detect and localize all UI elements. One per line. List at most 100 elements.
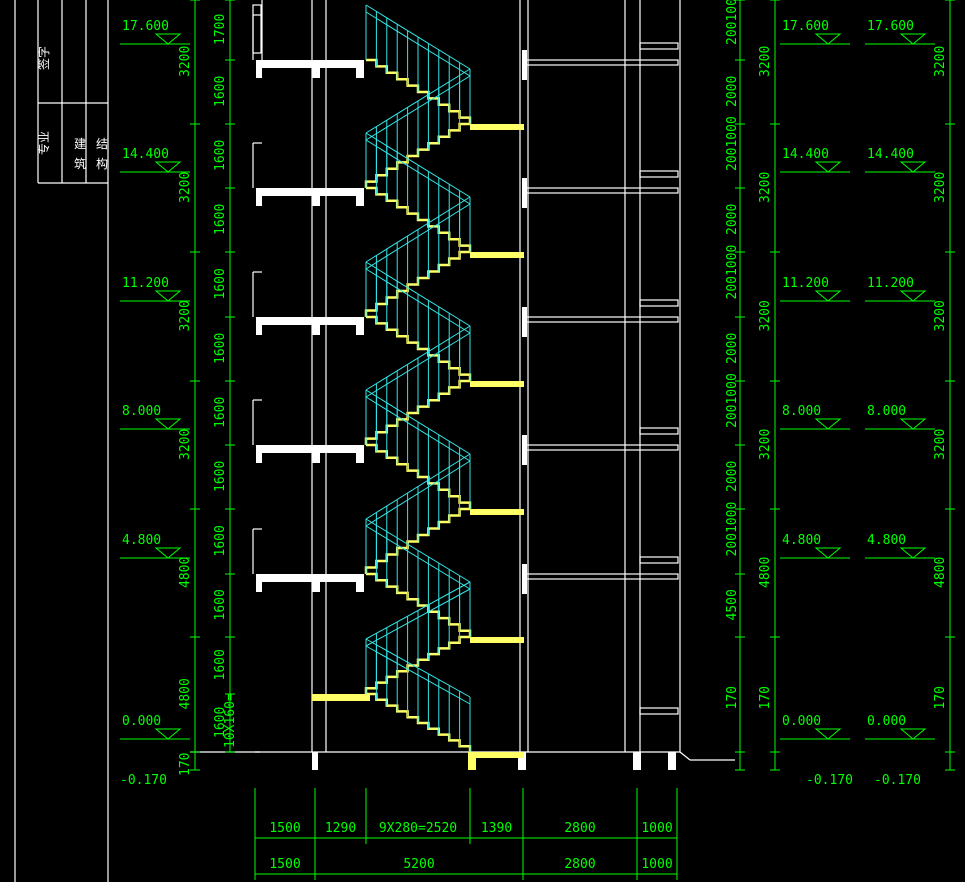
right-outer-dim-label: 170: [933, 686, 948, 709]
left-outer-dim-label: 4800: [178, 557, 193, 588]
left-inner-dim-label: 1700: [213, 14, 228, 45]
left-inner-dim-label: 1600: [213, 589, 228, 620]
bottom-dim-row2-label: 2800: [564, 857, 595, 872]
footing: [633, 752, 641, 770]
bottom-dim-row2-label: 1500: [269, 857, 300, 872]
floor-slab: [256, 317, 364, 325]
slab-beam: [312, 325, 320, 335]
level-triangle: [814, 418, 842, 430]
wall-post: [522, 564, 527, 594]
landing-slab: [470, 252, 524, 258]
right-mid-dim-label: 3200: [758, 300, 773, 331]
level-triangle: [154, 161, 182, 173]
balcony-rail: [639, 299, 679, 307]
balcony-rail: [639, 707, 679, 715]
left-dim-note: 10X160=: [223, 693, 238, 748]
level-triangle: [154, 33, 182, 45]
title-cell-sign: 签字: [36, 46, 51, 70]
elevation-right-b: 8.000: [867, 404, 906, 419]
level-triangle: [154, 418, 182, 430]
slab-beam: [256, 325, 262, 335]
right-inner-dim-label: 2000: [725, 461, 740, 492]
left-inner-dim-label: 1600: [213, 397, 228, 428]
title-cell-major: 专业: [36, 131, 51, 155]
stair-flights: [364, 4, 524, 758]
elevation-right-a: 4.800: [782, 533, 821, 548]
elevation-right-a: 8.000: [782, 404, 821, 419]
bottom-dim-row2-label: 1000: [641, 857, 672, 872]
footing: [312, 752, 318, 770]
slab-beam: [256, 68, 262, 78]
level-triangle: [814, 728, 842, 740]
right-inner-dim-label: 2001000: [725, 373, 740, 428]
right-outer-dim-label: 4800: [933, 557, 948, 588]
landing-slab: [470, 124, 524, 130]
left-inner-dim-label: 1600: [213, 707, 228, 738]
level-triangle: [154, 290, 182, 302]
slab-beam: [356, 196, 364, 206]
right-slab: [525, 573, 679, 580]
right-outer-dim-label: 3200: [933, 429, 948, 460]
right-inner-dim-label: 2000: [725, 76, 740, 107]
elevation-right-b: 11.200: [867, 276, 914, 291]
footing: [468, 752, 476, 770]
slab-beam: [256, 582, 262, 592]
slab-beam: [256, 196, 262, 206]
left-inner-dim-label: 1600: [213, 461, 228, 492]
floor-slabs: [252, 14, 679, 770]
balcony-rail: [639, 427, 679, 435]
elevation-left: 17.600: [122, 19, 169, 34]
right-slab: [525, 187, 679, 194]
right-inner-dim-label: 2000: [725, 333, 740, 364]
elevation-right-b-below: -0.170: [874, 773, 921, 788]
elevation-left-below: -0.170: [120, 773, 167, 788]
elevation-right-b: 0.000: [867, 714, 906, 729]
slab-beam: [312, 196, 320, 206]
elevation-left: 14.400: [122, 147, 169, 162]
right-slab: [525, 316, 679, 323]
floor-slab: [256, 445, 364, 453]
elevation-right-b: 17.600: [867, 19, 914, 34]
slab-beam: [356, 325, 364, 335]
elevation-right-a: 11.200: [782, 276, 829, 291]
elevation-right-a: 17.600: [782, 19, 829, 34]
landing-slab: [470, 637, 524, 643]
wall-post: [522, 307, 527, 337]
slab-beam: [356, 68, 364, 78]
slab-beam: [356, 453, 364, 463]
elevation-right-a: 14.400: [782, 147, 829, 162]
wall-post: [522, 50, 527, 80]
balcony-rail: [639, 170, 679, 178]
title-cell-struct2: 构: [96, 156, 108, 171]
building-structure: [190, 0, 735, 761]
elevation-left: 0.000: [122, 714, 161, 729]
level-triangle: [899, 547, 927, 559]
wall-post: [522, 435, 527, 465]
slab-beam: [356, 582, 364, 592]
landing-slab: [470, 509, 524, 515]
left-inner-dim-label: 1600: [213, 204, 228, 235]
level-triangle: [899, 290, 927, 302]
ground-landing: [312, 694, 370, 701]
level-triangle: [899, 418, 927, 430]
level-triangle: [814, 161, 842, 173]
left-outer-dim-label: 3200: [178, 429, 193, 460]
right-outer-dim-label: 3200: [933, 46, 948, 77]
left-inner-dim-label: 1600: [213, 268, 228, 299]
landing-slab: [470, 752, 524, 758]
slab-beam: [312, 453, 320, 463]
left-inner-dim-label: 1600: [213, 525, 228, 556]
elevation-left: 8.000: [122, 404, 161, 419]
level-triangle: [154, 547, 182, 559]
slab-beam: [312, 68, 320, 78]
floor-slab: [256, 574, 364, 582]
right-outer-dim-label: 3200: [933, 172, 948, 203]
right-inner-dim-label: 2001000: [725, 116, 740, 171]
right-outer-dim-label: 3200: [933, 300, 948, 331]
level-triangle: [899, 161, 927, 173]
bottom-dim-row1-label: 1000: [641, 821, 672, 836]
left-inner-dim-label: 1600: [213, 140, 228, 171]
landing-slab: [470, 381, 524, 387]
elevation-right-b: 4.800: [867, 533, 906, 548]
